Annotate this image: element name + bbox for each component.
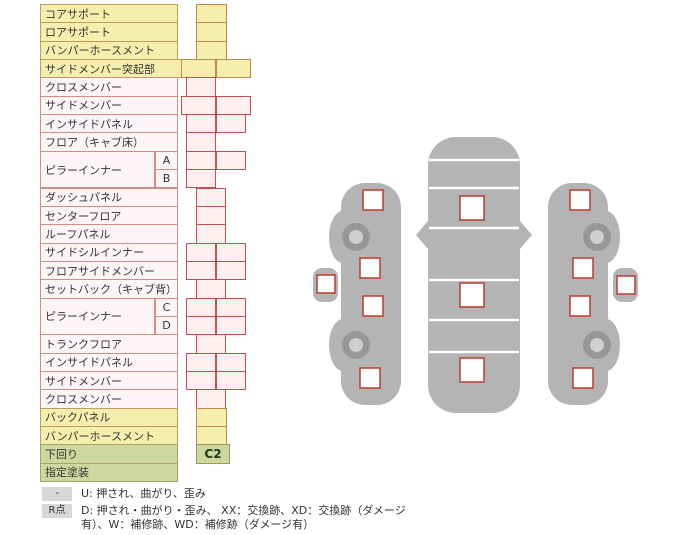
damage-marker[interactable] [572, 367, 594, 389]
damage-cell[interactable] [186, 132, 216, 152]
damage-cell[interactable] [186, 315, 216, 336]
part-label: サイドメンバー [40, 95, 178, 116]
damage-marker[interactable] [362, 295, 384, 317]
damage-cell[interactable] [216, 297, 246, 317]
part-group-label: ピラーインナー [40, 297, 155, 336]
car-left-side-view [313, 183, 401, 405]
part-label: サイドメンバー [40, 371, 178, 391]
damage-cell[interactable] [186, 114, 216, 134]
car-diagram [313, 137, 638, 413]
legend-row-u: - U: 押され、曲がり、歪み [42, 487, 415, 502]
part-sublabel: D [155, 315, 178, 336]
part-label: センターフロア [40, 205, 178, 226]
damage-cell[interactable] [186, 260, 216, 281]
right-mirror-icon [520, 221, 532, 249]
damage-cell[interactable] [216, 260, 246, 281]
damage-cell[interactable] [216, 150, 246, 171]
part-label: セットバック（キャブ背） [40, 279, 178, 299]
part-label: インサイドパネル [40, 352, 178, 372]
damage-cell[interactable] [216, 114, 246, 134]
damage-cell[interactable] [196, 426, 227, 446]
damage-marker[interactable] [459, 357, 485, 383]
damage-cell[interactable] [196, 334, 226, 354]
legend-text-rpoint: D: 押され・曲がり・歪み、 XX：交換跡、XD：交換跡（ダメージ有）、W：補修… [81, 503, 406, 532]
damage-cell[interactable] [196, 22, 227, 42]
part-label: クロスメンバー [40, 389, 178, 409]
part-sublabel: B [155, 169, 178, 189]
part-label: バックパネル [40, 407, 178, 428]
damage-cell[interactable] [196, 407, 227, 428]
damage-cell[interactable] [181, 95, 216, 116]
parts-table: コアサポートロアサポートバンパーホースメントサイドメンバー突起部クロスメンバーサ… [40, 4, 300, 484]
damage-cell[interactable] [216, 95, 251, 116]
damage-marker[interactable] [459, 195, 485, 221]
damage-cell[interactable] [196, 40, 227, 61]
legend-badge-minus: - [42, 487, 72, 501]
damage-marker[interactable] [459, 282, 485, 308]
car-right-side-view [548, 183, 638, 405]
damage-marker[interactable] [569, 295, 591, 317]
part-label: フロアサイドメンバー [40, 260, 178, 281]
damage-cell[interactable] [216, 315, 246, 336]
part-label: ロアサポート [40, 22, 178, 42]
damage-cell[interactable] [186, 77, 216, 97]
damage-cell[interactable] [181, 59, 216, 79]
damage-marker[interactable] [569, 189, 591, 211]
damage-cell[interactable] [216, 242, 246, 262]
damage-cell[interactable] [216, 352, 246, 372]
damage-cell[interactable] [186, 371, 216, 391]
damage-marker[interactable] [316, 274, 336, 294]
left-mirror-icon [416, 221, 428, 249]
damage-cell[interactable] [186, 169, 216, 189]
legend-row-rpoint: R点 D: 押され・曲がり・歪み、 XX：交換跡、XD：交換跡（ダメージ有）、W… [42, 503, 415, 533]
damage-cell[interactable] [196, 187, 226, 207]
part-label: ダッシュパネル [40, 187, 178, 207]
legend-badge-rpoint: R点 [42, 503, 72, 518]
part-label: バンパーホースメント [40, 40, 178, 61]
damage-cell[interactable] [186, 352, 216, 372]
damage-marker[interactable] [616, 275, 636, 295]
part-label: ルーフパネル [40, 224, 178, 244]
part-label: 指定塗装 [40, 462, 178, 483]
wheel-hub-icon [349, 230, 363, 244]
damage-cell[interactable] [216, 371, 246, 391]
wheel-hub-icon [349, 338, 363, 352]
car-top-view [416, 137, 532, 413]
damage-cell[interactable] [196, 4, 227, 24]
legend: - U: 押され、曲がり、歪み R点 D: 押され・曲がり・歪み、 XX：交換跡… [42, 487, 415, 535]
damage-cell[interactable] [196, 205, 226, 226]
part-label: フロア（キャブ床） [40, 132, 178, 152]
damage-cell[interactable] [186, 150, 216, 171]
part-label: バンパーホースメント [40, 426, 178, 446]
part-label: サイドシルインナー [40, 242, 178, 262]
part-label: コアサポート [40, 4, 178, 24]
damage-marker[interactable] [359, 367, 381, 389]
damage-marker[interactable] [362, 189, 384, 211]
part-label: 下回り [40, 444, 178, 464]
damage-cell[interactable] [186, 297, 216, 317]
legend-text-u: U: 押され、曲がり、歪み [81, 487, 206, 500]
damage-marker[interactable] [572, 257, 594, 279]
damage-cell[interactable] [196, 279, 226, 299]
wheel-hub-icon [590, 338, 604, 352]
wheel-hub-icon [590, 230, 604, 244]
part-label: トランクフロア [40, 334, 178, 354]
damage-marker[interactable] [359, 257, 381, 279]
damage-cell[interactable]: C2 [196, 444, 230, 464]
damage-cell[interactable] [196, 224, 226, 244]
damage-cell[interactable] [186, 242, 216, 262]
part-sublabel: A [155, 150, 178, 171]
part-group-label: ピラーインナー [40, 150, 155, 189]
part-label: クロスメンバー [40, 77, 178, 97]
part-label: インサイドパネル [40, 114, 178, 134]
part-sublabel: C [155, 297, 178, 317]
damage-cell[interactable] [216, 59, 251, 79]
damage-cell[interactable] [196, 389, 226, 409]
